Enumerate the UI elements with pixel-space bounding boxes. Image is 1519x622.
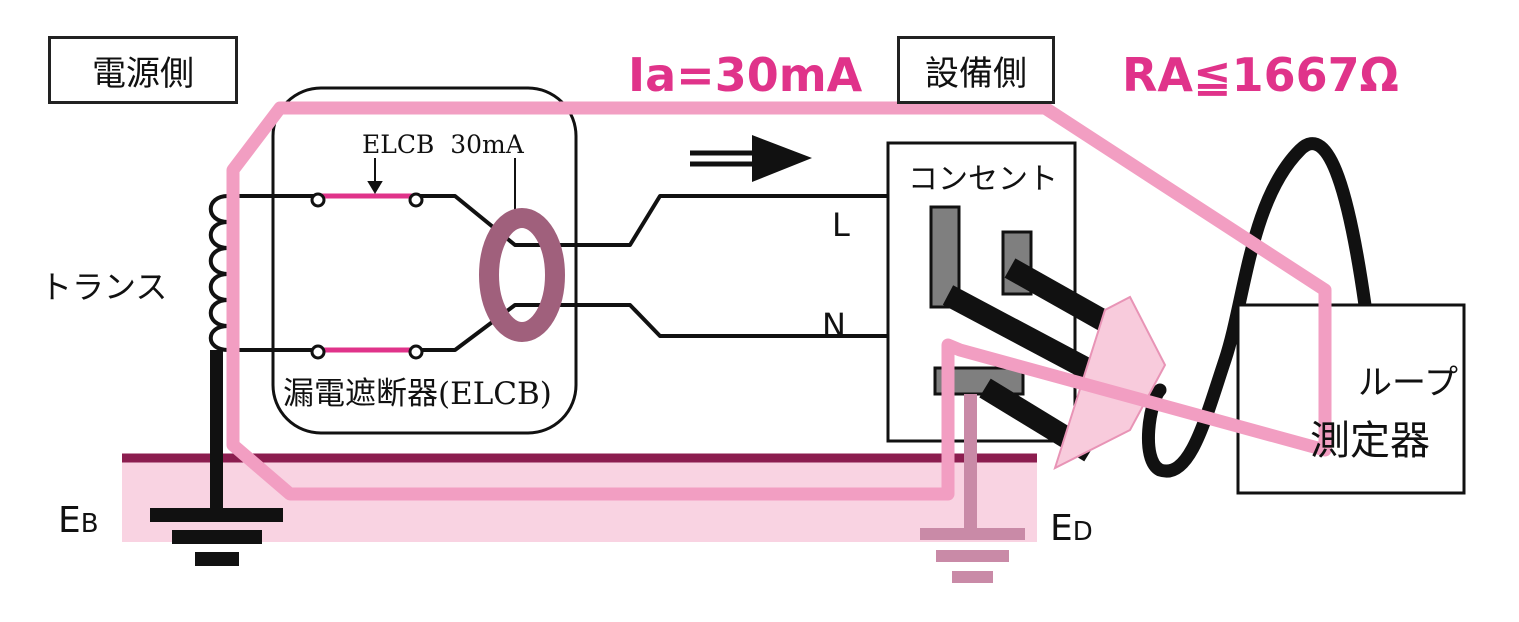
elcb-rating-label: ELCB 30mA — [362, 130, 524, 159]
breaker-contacts — [310, 192, 424, 360]
earth-resistance-label: RA≦1667Ω — [1122, 48, 1399, 102]
earth-b-main: E — [58, 500, 81, 541]
transformer-label: トランス — [40, 268, 168, 306]
loop-tester-label-1: ループ — [1358, 363, 1458, 403]
source-side-label: 電源側 — [48, 36, 238, 104]
fault-current-label: Ia=30mA — [628, 48, 863, 102]
earth-d-main: E — [1050, 508, 1073, 549]
equipment-earth-symbol — [920, 394, 1025, 583]
elcb-indicator-arrow — [367, 158, 516, 215]
line-l-label: L — [832, 206, 850, 244]
outlet-label: コンセント — [908, 162, 1058, 197]
loop-tester-box — [1236, 303, 1466, 495]
earth-b-label: EB — [58, 500, 99, 541]
earth-d-label: ED — [1050, 508, 1093, 549]
earth-d-sub: D — [1072, 517, 1093, 547]
loop-tester-label-2: 測定器 — [1310, 418, 1430, 464]
plug-body — [1053, 295, 1167, 470]
line-n-label: N — [822, 306, 846, 344]
current-transformer-ring — [479, 208, 565, 342]
breaker-label: 漏電遮断器(ELCB) — [283, 376, 552, 412]
earth-b-sub: B — [80, 509, 99, 539]
equipment-side-label: 設備側 — [897, 36, 1055, 104]
transformer-coil — [208, 194, 229, 352]
source-earth-symbol — [150, 350, 283, 566]
elcb-enclosure — [271, 86, 578, 435]
fault-loop-path — [226, 101, 1332, 501]
current-direction-arrow-icon — [690, 135, 812, 182]
